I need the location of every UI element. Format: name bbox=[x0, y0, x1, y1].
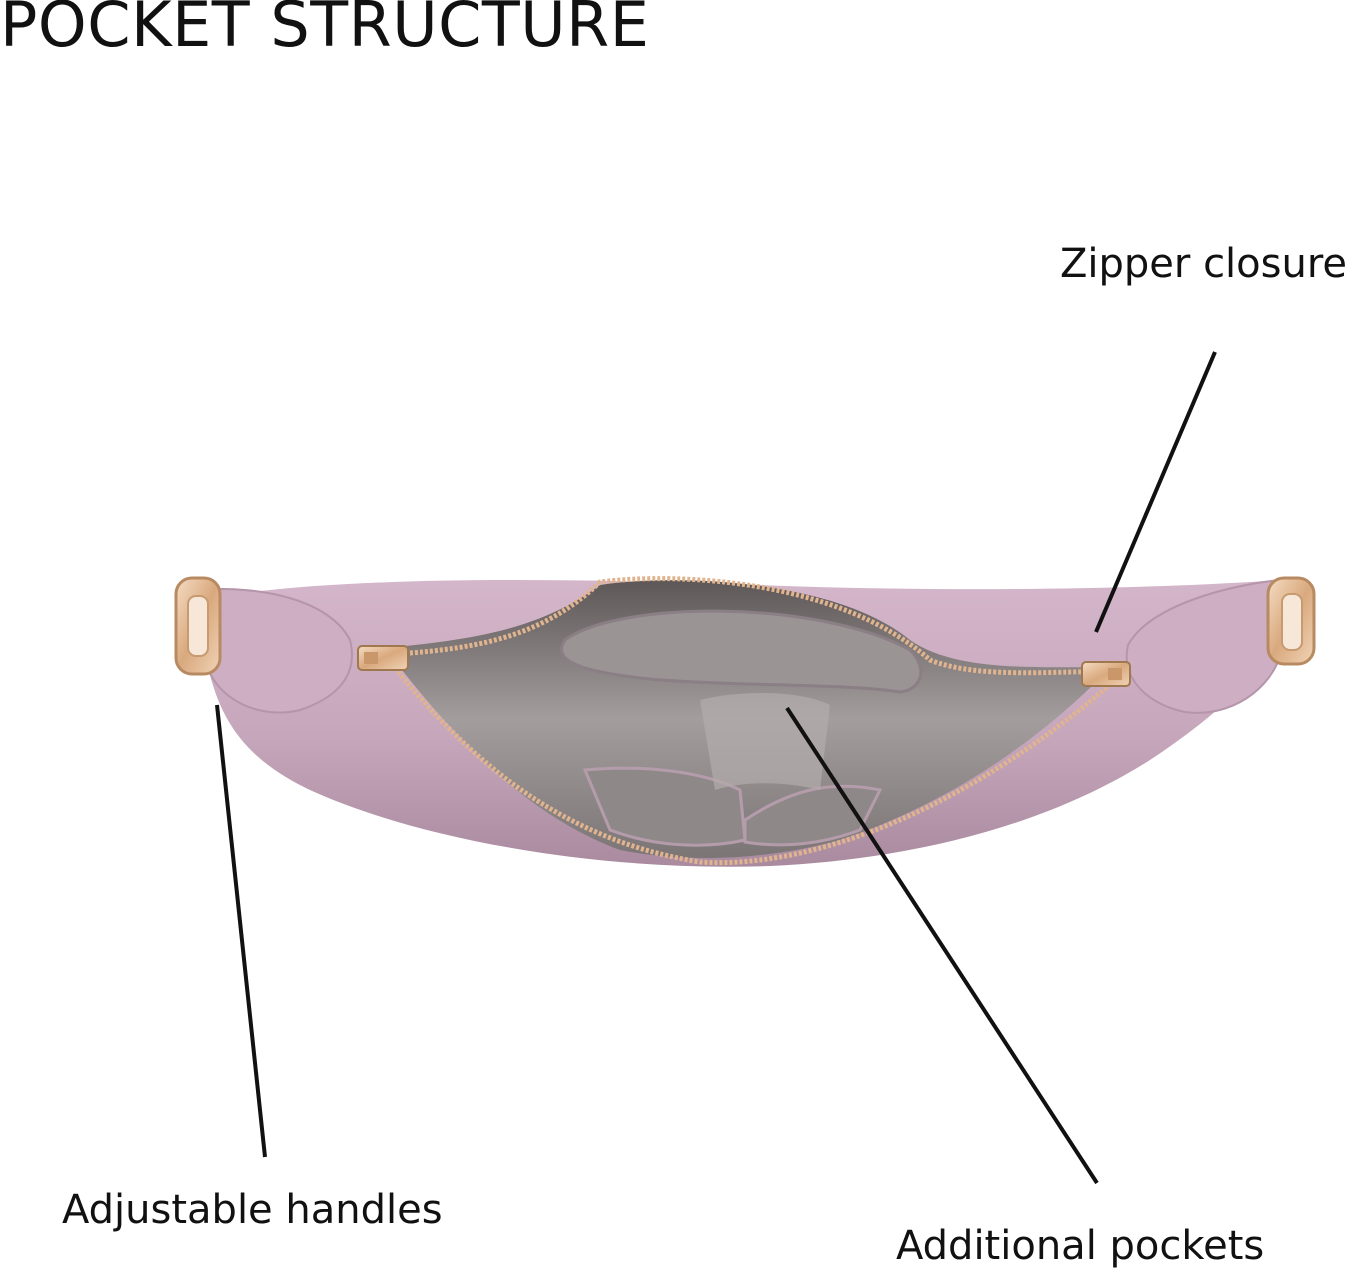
handles-leader-line bbox=[215, 704, 267, 1158]
right-end-panel bbox=[1125, 578, 1284, 714]
zipper-closure-label: Zipper closure bbox=[1060, 241, 1348, 287]
zipper-track-upper bbox=[379, 576, 1113, 676]
right-handle-ring bbox=[1266, 576, 1316, 666]
additional-pockets-label: Additional pockets bbox=[896, 1223, 1265, 1269]
page-title: POCKET STRUCTURE bbox=[0, 0, 650, 61]
zipper-pull-left bbox=[357, 645, 409, 671]
left-end-panel bbox=[198, 588, 353, 714]
zipper-leader-line bbox=[1094, 351, 1217, 633]
left-handle-ring bbox=[174, 576, 222, 676]
slip-pocket-left bbox=[582, 766, 747, 847]
slip-pocket-center bbox=[700, 693, 830, 790]
pockets-leader-line bbox=[785, 706, 1099, 1185]
zipper-pull-right bbox=[1081, 661, 1131, 687]
zipper-track-lower bbox=[393, 666, 1117, 866]
inner-pocket-panel bbox=[560, 609, 923, 694]
adjustable-handles-label: Adjustable handles bbox=[62, 1187, 443, 1233]
